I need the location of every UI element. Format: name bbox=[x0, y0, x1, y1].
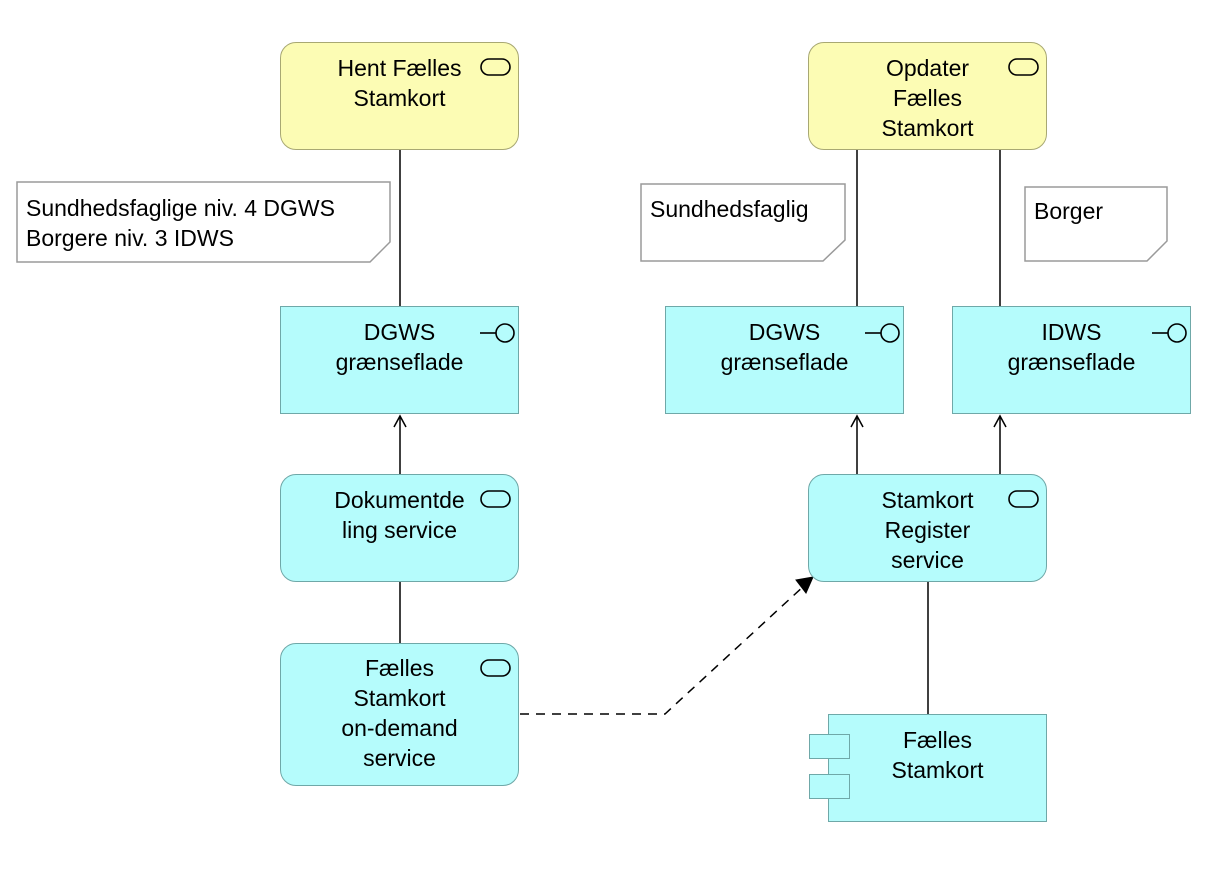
node-label-line: Fælles bbox=[892, 85, 962, 111]
arrow-head-register-idws bbox=[993, 414, 1007, 428]
node-label-line: service bbox=[363, 745, 436, 771]
node-label-line: grænseflade bbox=[1007, 349, 1136, 375]
note-right-shape bbox=[1024, 186, 1168, 262]
note-left-shape bbox=[16, 181, 391, 263]
node-label-line: IDWS bbox=[1041, 319, 1102, 345]
service-icon bbox=[1008, 490, 1039, 508]
application-service-ondemand[interactable]: Fælles Stamkort on-demand service bbox=[280, 643, 519, 786]
node-label-line: on-demand bbox=[341, 715, 458, 741]
service-icon bbox=[1008, 58, 1039, 76]
application-interface-dgws-right[interactable]: DGWS grænseflade bbox=[665, 306, 904, 414]
note-middle-shape bbox=[640, 183, 846, 262]
node-label-line: service bbox=[891, 547, 964, 573]
node-label-line: DGWS bbox=[748, 319, 821, 345]
node-label-line: Stamkort bbox=[353, 85, 446, 111]
note-middle: Sundhedsfaglig bbox=[650, 194, 809, 224]
node-label-line: Fælles bbox=[364, 655, 434, 681]
service-icon bbox=[480, 490, 511, 508]
node-label-line: Fælles bbox=[902, 727, 972, 753]
business-service-opdater-faelles-stamkort[interactable]: Opdater Fælles Stamkort bbox=[808, 42, 1047, 150]
service-icon bbox=[480, 659, 511, 677]
application-service-dokumentdeling[interactable]: Dokumentde ling service bbox=[280, 474, 519, 582]
dashed-flow-arrow-head bbox=[795, 576, 814, 594]
node-label-line: DGWS bbox=[363, 319, 436, 345]
note-line: Sundhedsfaglige niv. 4 DGWS bbox=[26, 195, 335, 221]
node-label-line: Stamkort bbox=[881, 115, 974, 141]
service-icon bbox=[480, 58, 511, 76]
note-left: Sundhedsfaglige niv. 4 DGWS Borgere niv.… bbox=[26, 193, 335, 253]
node-label-line: grænseflade bbox=[720, 349, 849, 375]
arrow-head-dokument-dgws bbox=[393, 414, 407, 428]
note-line: Sundhedsfaglig bbox=[650, 196, 809, 222]
node-label-line: Hent Fælles bbox=[337, 55, 462, 81]
node-label-line: Stamkort bbox=[353, 685, 446, 711]
application-component-faelles-stamkort[interactable]: Fælles Stamkort bbox=[828, 714, 1047, 822]
interface-icon bbox=[865, 323, 900, 343]
business-service-hent-faelles-stamkort[interactable]: Hent Fælles Stamkort bbox=[280, 42, 519, 150]
application-interface-idws[interactable]: IDWS grænseflade bbox=[952, 306, 1191, 414]
node-label-line: Opdater bbox=[885, 55, 970, 81]
component-tab-bottom bbox=[809, 774, 850, 799]
note-right: Borger bbox=[1034, 196, 1103, 226]
node-label-line: Register bbox=[884, 517, 971, 543]
dashed-flow-ondemand-to-register bbox=[520, 583, 807, 715]
node-label-line: Stamkort bbox=[891, 757, 984, 783]
note-line: Borgere niv. 3 IDWS bbox=[26, 225, 234, 251]
interface-icon bbox=[480, 323, 515, 343]
note-line: Borger bbox=[1034, 198, 1104, 224]
arrow-head-register-dgws bbox=[850, 414, 864, 428]
interface-icon bbox=[1152, 323, 1187, 343]
application-interface-dgws-left[interactable]: DGWS grænseflade bbox=[280, 306, 519, 414]
component-tab-top bbox=[809, 734, 850, 759]
node-label-line: Stamkort bbox=[881, 487, 974, 513]
node-label-line: Dokumentde bbox=[334, 487, 465, 513]
node-label-line: ling service bbox=[341, 517, 458, 543]
node-label-line: grænseflade bbox=[335, 349, 464, 375]
application-service-stamkort-register[interactable]: Stamkort Register service bbox=[808, 474, 1047, 582]
